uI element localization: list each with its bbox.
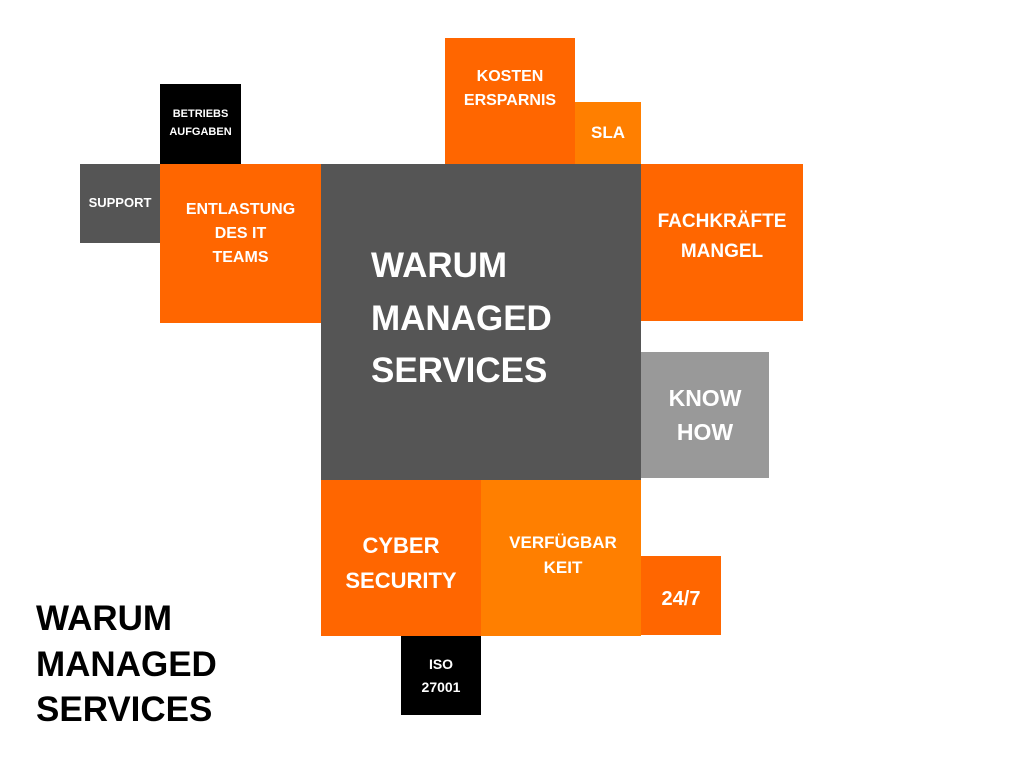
caption-title: WARUM MANAGED SERVICES	[36, 599, 217, 729]
tile-entlastung-it-teams: ENTLASTUNG DES IT TEAMS	[160, 164, 321, 323]
tile-iso-27001: ISO 27001	[401, 636, 481, 715]
tile-verfuegbarkeit: VERFÜGBAR KEIT	[481, 480, 641, 636]
tile-know-how: KNOW HOW	[641, 352, 769, 478]
tile-support: SUPPORT	[80, 164, 160, 243]
tile-24-7: 24/7	[641, 556, 721, 635]
tile-fachkraeftemangel: FACHKRÄFTE MANGEL	[641, 164, 803, 321]
tile-cyber-security: CYBER SECURITY	[321, 480, 481, 636]
tile-sla: SLA	[575, 102, 641, 164]
tile-center-warum-managed-services: WARUM MANAGED SERVICES	[321, 164, 641, 480]
tile-betriebsaufgaben: BETRIEBS AUFGABEN	[160, 84, 241, 164]
tile-kosten-ersparnis: KOSTEN ERSPARNIS	[445, 38, 575, 164]
